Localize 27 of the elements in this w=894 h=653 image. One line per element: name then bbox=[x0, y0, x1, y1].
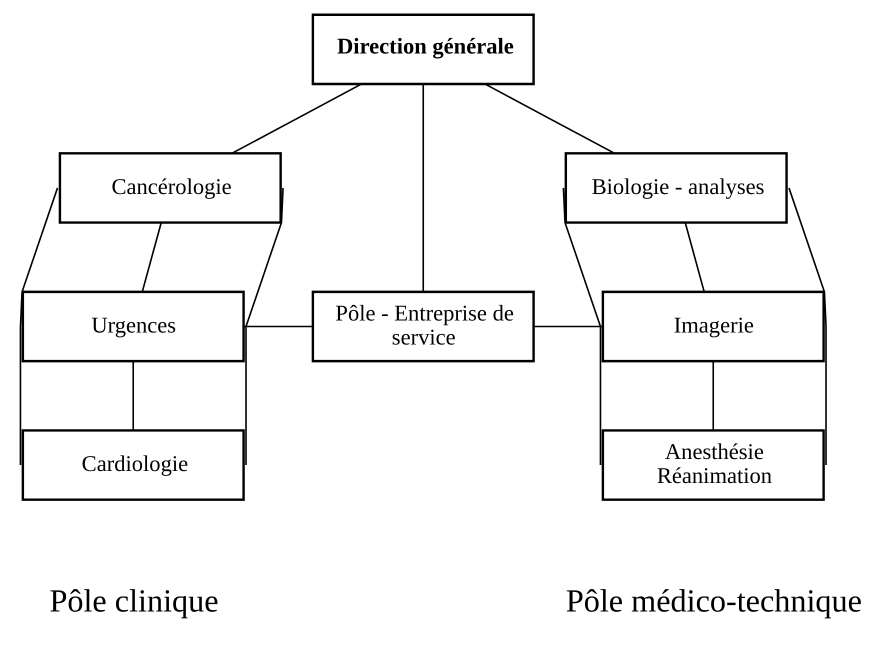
connector bbox=[20, 188, 58, 327]
connector bbox=[712, 362, 714, 430]
connector bbox=[484, 83, 614, 154]
node-box: Urgences bbox=[22, 290, 245, 362]
connector bbox=[422, 84, 424, 292]
node-box: Cancérologie bbox=[58, 152, 282, 224]
node-box: Pôle - Entreprise de service bbox=[312, 290, 535, 362]
node-box: Imagerie bbox=[602, 290, 825, 362]
connector bbox=[232, 83, 362, 154]
node-box: Cardiologie bbox=[22, 429, 245, 501]
connector bbox=[244, 326, 313, 328]
label: Pôle médico-technique bbox=[566, 582, 862, 619]
connector bbox=[788, 188, 827, 327]
connector bbox=[825, 326, 827, 466]
connector bbox=[245, 188, 284, 327]
connector bbox=[562, 188, 602, 327]
connector bbox=[600, 326, 602, 466]
connector bbox=[132, 362, 134, 430]
node-box: Biologie - analyses bbox=[564, 152, 788, 224]
connector bbox=[142, 222, 162, 292]
connector bbox=[245, 326, 247, 466]
node-box: Direction générale bbox=[312, 14, 535, 86]
node-box: Anesthésie Réanimation bbox=[602, 429, 825, 501]
connector bbox=[20, 326, 22, 466]
label: Pôle clinique bbox=[49, 582, 219, 619]
connector bbox=[684, 222, 705, 292]
connector bbox=[534, 326, 603, 328]
